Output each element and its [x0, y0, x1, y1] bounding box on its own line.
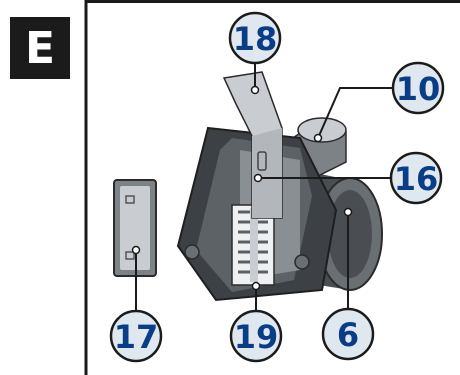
callout-19-label: 19: [234, 318, 279, 356]
callout-16: 16: [389, 151, 443, 205]
callout-18-label: 18: [233, 20, 278, 58]
callout-18: 18: [228, 11, 282, 65]
callout-10-label: 10: [396, 70, 441, 108]
part-19-insert: [231, 204, 275, 286]
part-17-plate: [113, 179, 157, 277]
callout-6: 6: [321, 307, 375, 361]
panel-letter: E: [24, 22, 56, 74]
callout-19: 19: [229, 309, 283, 363]
callout-10: 10: [391, 61, 445, 115]
panel-letter-badge: E: [10, 17, 70, 79]
callout-16-label: 16: [394, 160, 439, 198]
callout-17: 17: [109, 309, 163, 363]
part-18-clip-arm: [222, 71, 283, 219]
callout-17-label: 17: [114, 318, 159, 356]
leader-lines: [131, 62, 394, 312]
callout-6-label: 6: [337, 316, 359, 354]
